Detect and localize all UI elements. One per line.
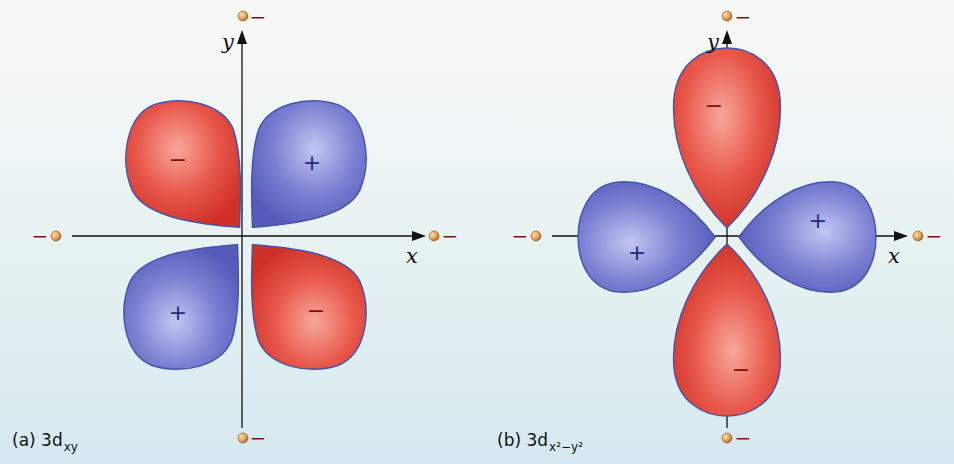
phase-sign: −: [732, 359, 750, 381]
phase-sign: +: [628, 242, 646, 264]
charge-sign: −: [32, 226, 49, 246]
orbital-subscript: x²−y²: [549, 441, 583, 453]
orbital-subscript: xy: [64, 441, 78, 453]
panel-caption: (a) 3d: [12, 432, 63, 449]
negative-lobe: −: [120, 98, 242, 230]
positive-lobe: +: [739, 176, 876, 298]
negative-lobe: −: [250, 242, 372, 372]
charge-sign: −: [250, 7, 267, 27]
lobe-outline: [739, 176, 876, 298]
charge-sign: −: [735, 428, 752, 448]
phase-sign: −: [705, 95, 723, 117]
positive-lobe: +: [578, 176, 715, 298]
phase-sign: +: [169, 302, 187, 324]
lobe-outline: [578, 176, 715, 298]
axis-lines: [72, 38, 900, 428]
phase-sign: +: [303, 152, 321, 174]
negative-lobe: −: [668, 244, 786, 416]
charge-sign: −: [735, 7, 752, 27]
panel-caption: (b) 3d: [497, 432, 548, 449]
positive-lobe: +: [250, 98, 372, 230]
axis-label: y: [222, 32, 234, 53]
phase-sign: −: [307, 300, 325, 322]
negative-lobe: −: [668, 48, 786, 228]
phase-sign: −: [169, 149, 187, 171]
axis-label: y: [707, 32, 719, 53]
point-charges: [51, 11, 923, 443]
charge-sign: −: [926, 226, 943, 246]
positive-lobe: +: [118, 242, 240, 372]
lobe-outline: [668, 244, 786, 416]
lobe-outline: [668, 48, 786, 228]
charge-sign: −: [250, 428, 267, 448]
axis-label: x: [888, 246, 900, 267]
axis-label: x: [406, 246, 418, 267]
charge-sign: −: [512, 226, 529, 246]
phase-sign: +: [809, 210, 827, 232]
charge-sign: −: [442, 226, 459, 246]
